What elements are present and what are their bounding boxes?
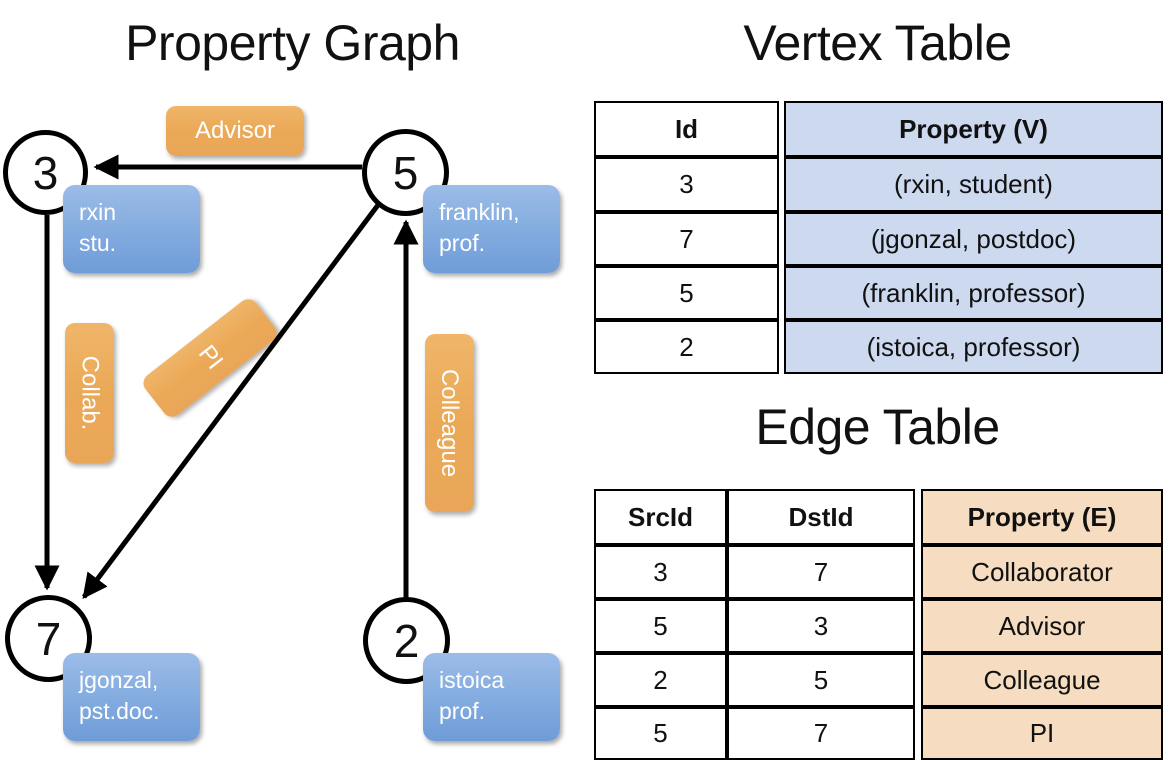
edge-table-cell-property-3: PI [921,707,1163,760]
vertex-property-2-line1: istoica [439,667,505,693]
vertex-node-5[interactable]: 5 [362,129,449,216]
edge-label-advisor-text: Advisor [194,117,276,144]
vertex-table-cell-id-1: 7 [594,212,779,266]
edge-table-header-property: Property (E) [921,489,1163,545]
edge-table-cell-dst-2-text: 5 [813,664,829,695]
edge-label-collab-text: Collab. [76,355,104,431]
edge-5-to-7-pi [82,203,380,599]
vertex-table-header-id-text: Id [674,113,699,144]
vertex-node-7-label: 7 [35,612,62,665]
edge-table-cell-property-1: Advisor [921,599,1163,653]
edge-table-cell-property-3-text: PI [1029,718,1055,748]
vertex-node-2[interactable]: 2 [363,597,450,684]
edge-table-cell-dst-1-text: 3 [813,610,829,641]
vertex-property-box-3: rxin stu. [63,185,200,273]
edge-table-header-srcid: SrcId [594,489,727,545]
edge-label-pi-text: PI [192,340,229,375]
edge-label-advisor: Advisor [166,106,304,156]
edge-table-cell-src-2-text: 2 [653,664,668,695]
vertex-property-3-line2: stu. [79,230,117,257]
edge-table-cell-property-0-text: Collaborator [971,556,1113,587]
edge-label-colleague: Colleague [425,334,474,512]
vertex-table-cell-property-1: (jgonzal, postdoc) [784,212,1163,266]
graph-edges-svg [34,154,419,599]
edge-table-header-property-text: Property (E) [967,501,1117,532]
edge-label-collab: Collab. [65,323,114,463]
vertex-table-cell-id-3-text: 2 [679,331,694,362]
edge-table-cell-property-2: Colleague [921,653,1163,707]
vertex-node-5-label: 5 [392,146,419,199]
vertex-table-cell-id-3: 2 [594,320,779,374]
edge-table-cell-dst-0-text: 7 [813,556,829,587]
edge-table-cell-property-2-text: Colleague [983,664,1101,695]
vertex-property-7-line2: pst.doc. [79,698,160,725]
vertex-table-cell-id-2-text: 5 [679,277,694,308]
page-title-vertex-table: Vertex Table [743,15,1012,71]
edge-table-cell-src-1: 5 [594,599,727,653]
vertex-table-header-property: Property (V) [784,101,1163,157]
edge-table-cell-src-2: 2 [594,653,727,707]
vertex-table-header-property-text: Property (V) [899,113,1048,144]
edge-table-cell-property-1-text: Advisor [998,610,1086,641]
vertex-table-cell-id-0-text: 3 [679,169,694,199]
vertex-table-cell-property-2: (franklin, professor) [784,266,1163,320]
vertex-property-5-line1: franklin, [439,199,520,225]
edge-table-header-srcid-text: SrcId [627,501,694,532]
page-title-property-graph: Property Graph [125,15,460,71]
edge-table-header-dstid-text: DstId [788,501,854,532]
edge-table-cell-dst-2: 5 [727,653,915,707]
edge-label-colleague-text: Colleague [436,368,464,478]
edge-table-cell-dst-3-text: 7 [813,718,829,748]
property-graph-diagram: 3 5 7 2 rxin stu. franklin, prof. jgonza… [3,106,560,741]
edge-table-cell-dst-1: 3 [727,599,915,653]
vertex-property-box-7: jgonzal, pst.doc. [63,653,200,741]
vertex-table-cell-id-0: 3 [594,157,779,212]
vertex-table-cell-property-1-text: (jgonzal, postdoc) [870,223,1077,254]
vertex-table-cell-property-3: (istoica, professor) [784,320,1163,374]
vertex-table-cell-property-0: (rxin, student) [784,157,1163,212]
vertex-node-2-label: 2 [393,614,420,667]
vertex-table-cell-property-2-text: (franklin, professor) [861,277,1086,308]
edge-table-cell-property-0: Collaborator [921,545,1163,599]
vertex-node-3-label: 3 [32,146,59,199]
vertex-table-cell-property-3-text: (istoica, professor) [866,331,1081,362]
edge-table-cell-dst-0: 7 [727,545,915,599]
vertex-property-2-line2: prof. [439,698,486,725]
vertex-table-cell-id-2: 5 [594,266,779,320]
page-title-edge-table: Edge Table [755,399,1000,455]
edge-table-cell-src-1-text: 5 [653,610,668,641]
edge-table-cell-src-0-text: 3 [653,556,668,587]
vertex-property-box-2: istoica prof. [423,653,560,741]
vertex-table-header-id: Id [594,101,779,157]
edge-table-header-dstid: DstId [727,489,915,545]
edge-table-cell-src-3: 5 [594,707,727,760]
edge-table-cell-dst-3: 7 [727,707,915,760]
vertex-property-box-5: franklin, prof. [423,185,560,273]
vertex-table-cell-property-0-text: (rxin, student) [894,169,1053,199]
vertex-property-5-line2: prof. [439,230,486,257]
edge-table-cell-src-3-text: 5 [653,718,668,748]
vertex-property-3-line1: rxin [79,199,117,225]
vertex-property-7-line1: jgonzal, [79,667,159,693]
edge-table-cell-src-0: 3 [594,545,727,599]
vertex-table-cell-id-1-text: 7 [679,223,694,254]
